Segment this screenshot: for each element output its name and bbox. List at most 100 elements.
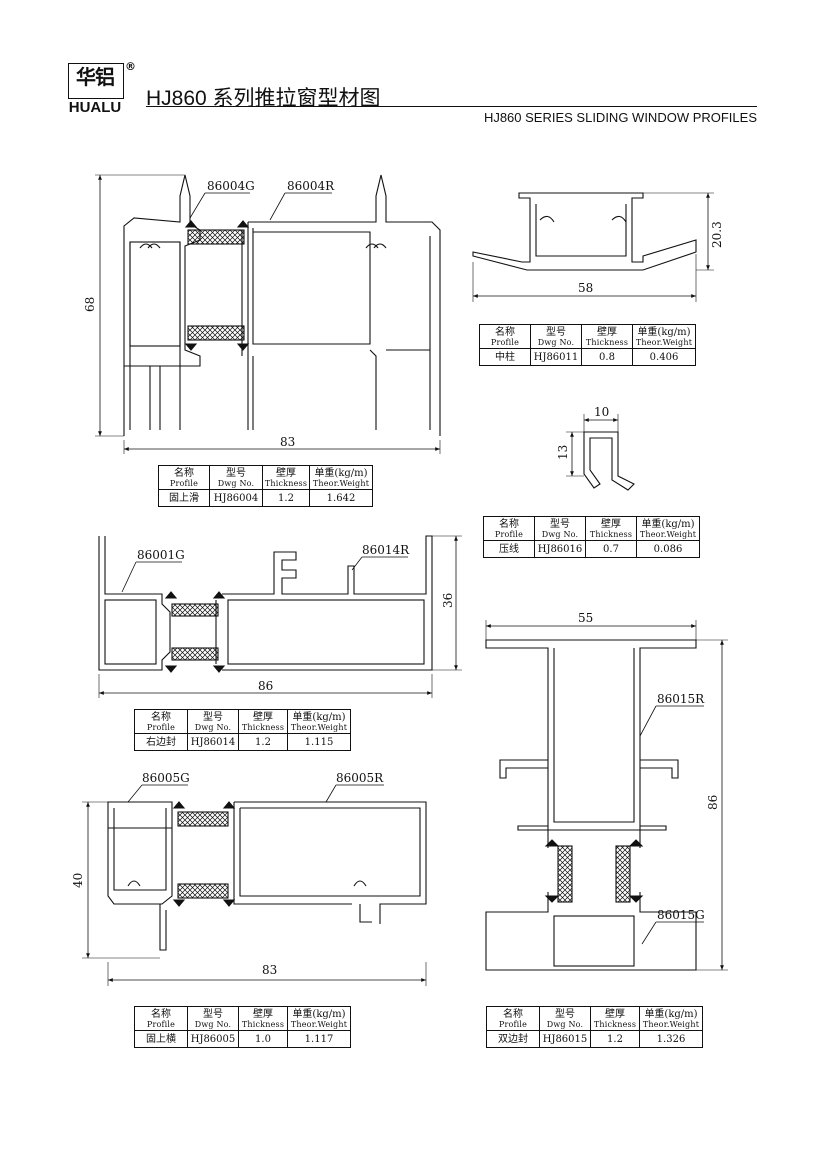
- th-profile-cn: 名称: [151, 711, 171, 723]
- th-profile-en: Profile: [146, 1019, 176, 1029]
- table-row: 压线 HJ86016 0.7 0.086: [483, 540, 700, 558]
- label-86015r: 86015R: [657, 692, 705, 706]
- cell-dwg: HJ86015: [539, 1030, 591, 1048]
- label-86001g: 86001G: [137, 548, 185, 562]
- label-86014r: 86014R: [362, 543, 410, 557]
- logo-frame: [68, 63, 124, 99]
- th-thick-en: Thickness: [585, 337, 629, 347]
- cell-dwg: HJ86011: [530, 348, 582, 366]
- th-thick-cn: 壁厚: [597, 326, 617, 338]
- cell-weight: 1.326: [639, 1030, 703, 1048]
- label-86004g: 86004G: [207, 179, 255, 193]
- th-thick-cn: 壁厚: [253, 711, 273, 723]
- cell-name: 压线: [483, 540, 535, 558]
- th-weight-cn: 单重(kg/m): [644, 1008, 698, 1020]
- dimension-labels: 83 68 58 20.3 10 13 86 36 55 86 83 40: [71, 221, 724, 977]
- cell-name: 双边封: [486, 1030, 540, 1048]
- profile-labels: 86004G 86004R 86001G 86014R 86015R 86015…: [137, 179, 705, 922]
- profile-86011-drawing: [472, 192, 714, 302]
- th-profile-cn: 名称: [503, 1008, 523, 1020]
- registered-mark: ®: [125, 60, 136, 73]
- th-thick-en: Thickness: [241, 722, 285, 732]
- th-weight-cn: 单重(kg/m): [292, 1008, 346, 1020]
- th-dwg-cn: 型号: [203, 1008, 223, 1020]
- profile-86014-drawing: [98, 535, 462, 698]
- th-profile-cn: 名称: [151, 1008, 171, 1020]
- profile-86004-drawing: [95, 174, 441, 454]
- th-profile-en: Profile: [490, 337, 520, 347]
- th-dwg-cn: 型号: [203, 711, 223, 723]
- dim-86005-height: 40: [71, 873, 85, 888]
- th-dwg-en: Dwg No.: [541, 529, 579, 539]
- cell-name: 中柱: [479, 348, 531, 366]
- cell-thickness: 1.0: [238, 1030, 288, 1048]
- th-profile-en: Profile: [169, 478, 199, 488]
- th-thick-cn: 壁厚: [605, 1008, 625, 1020]
- th-weight-en: Theor.Weight: [290, 722, 348, 732]
- th-profile-en: Profile: [498, 1019, 528, 1029]
- dim-86011-width: 58: [578, 281, 593, 295]
- th-weight-en: Theor.Weight: [290, 1019, 348, 1029]
- cell-thickness: 1.2: [590, 1030, 640, 1048]
- label-86015g: 86015G: [657, 908, 705, 922]
- th-weight-en: Theor.Weight: [312, 478, 370, 488]
- th-thick-en: Thickness: [241, 1019, 285, 1029]
- table-row: 固上横 HJ86005 1.0 1.117: [134, 1030, 351, 1048]
- cell-weight: 0.086: [636, 540, 700, 558]
- profile-86005-drawing: [82, 784, 427, 986]
- th-weight-cn: 单重(kg/m): [314, 467, 368, 479]
- cell-thickness: 0.7: [585, 540, 637, 558]
- cell-dwg: HJ86014: [187, 733, 239, 751]
- cell-thickness: 1.2: [262, 489, 310, 507]
- cell-name: 固上横: [134, 1030, 188, 1048]
- cell-name: 固上滑: [158, 489, 210, 507]
- th-weight-en: Theor.Weight: [635, 337, 693, 347]
- th-dwg-cn: 型号: [550, 518, 570, 530]
- table-row: 固上滑 HJ86004 1.2 1.642: [158, 489, 373, 507]
- th-thick-cn: 壁厚: [253, 1008, 273, 1020]
- table-row: 双边封 HJ86015 1.2 1.326: [486, 1030, 703, 1048]
- dim-86014-height: 36: [441, 593, 455, 608]
- table-row: 中柱 HJ86011 0.8 0.406: [479, 348, 696, 366]
- th-dwg-cn: 型号: [555, 1008, 575, 1020]
- cell-weight: 1.642: [309, 489, 373, 507]
- th-profile-cn: 名称: [495, 326, 515, 338]
- th-thick-en: Thickness: [264, 478, 308, 488]
- dim-86015-height: 86: [706, 795, 720, 810]
- logo-chinese: 华铝: [76, 65, 115, 89]
- th-weight-cn: 单重(kg/m): [292, 711, 346, 723]
- page-title: HJ860 系列推拉窗型材图: [146, 87, 381, 110]
- cell-dwg: HJ86004: [209, 489, 263, 507]
- th-dwg-cn: 型号: [546, 326, 566, 338]
- logo-english: HUALU: [68, 99, 122, 116]
- th-dwg-cn: 型号: [226, 467, 246, 479]
- th-weight-cn: 单重(kg/m): [641, 518, 695, 530]
- th-weight-en: Theor.Weight: [639, 529, 697, 539]
- cell-dwg: HJ86016: [534, 540, 586, 558]
- th-dwg-en: Dwg No.: [546, 1019, 584, 1029]
- profile-86015-drawing: [485, 620, 728, 971]
- dim-86015-width: 55: [578, 611, 593, 625]
- th-thick-cn: 壁厚: [601, 518, 621, 530]
- label-86005g: 86005G: [142, 771, 190, 785]
- dim-86014-width: 86: [258, 679, 273, 693]
- th-profile-en: Profile: [494, 529, 524, 539]
- label-86005r: 86005R: [336, 771, 384, 785]
- th-weight-cn: 单重(kg/m): [637, 326, 691, 338]
- cell-name: 右边封: [134, 733, 188, 751]
- th-dwg-en: Dwg No.: [194, 1019, 232, 1029]
- table-row: 右边封 HJ86014 1.2 1.115: [134, 733, 351, 751]
- th-thick-cn: 壁厚: [276, 467, 296, 479]
- label-86004r: 86004R: [287, 179, 335, 193]
- th-weight-en: Theor.Weight: [642, 1019, 700, 1029]
- page-subtitle: HJ860 SERIES SLIDING WINDOW PROFILES: [483, 110, 757, 125]
- cell-thickness: 1.2: [238, 733, 288, 751]
- th-profile-cn: 名称: [499, 518, 519, 530]
- th-dwg-en: Dwg No.: [537, 337, 575, 347]
